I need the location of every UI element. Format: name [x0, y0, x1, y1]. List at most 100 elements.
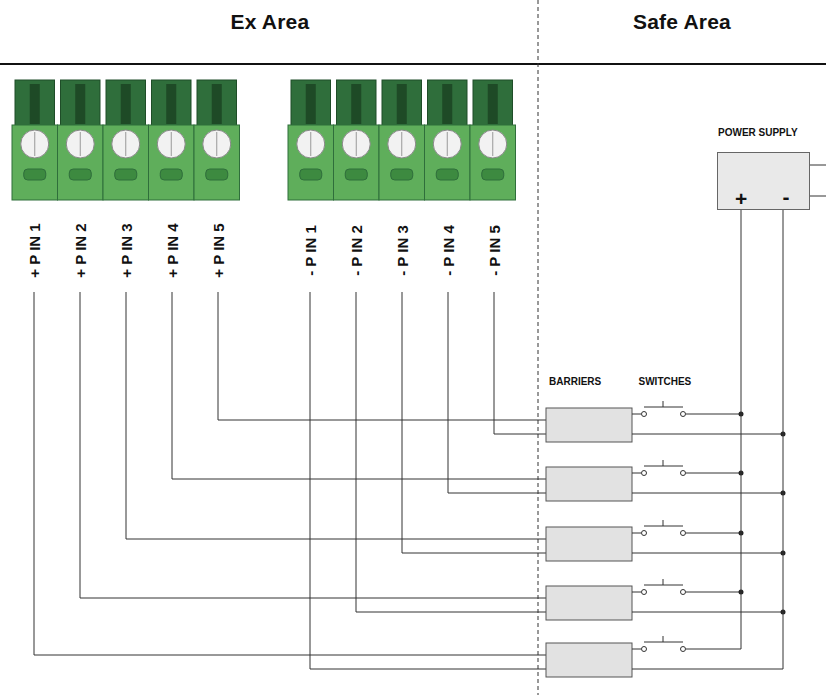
terminal-slot [397, 84, 407, 124]
switch-knob [663, 579, 664, 585]
terminal-latch [345, 169, 367, 180]
pin-name: - P IN 2 [347, 225, 364, 276]
switch-contact [681, 412, 686, 417]
plus-wire [218, 292, 546, 420]
switch-contact [642, 531, 647, 536]
switch-knob [663, 401, 664, 407]
minus-bus [783, 210, 784, 669]
terminal-slot [166, 84, 176, 124]
terminal-screw [479, 130, 507, 158]
barrier-box [546, 527, 632, 561]
barrier-box [546, 586, 632, 620]
node-heading: POWER SUPPLY [718, 127, 798, 138]
terminal-body [58, 125, 104, 200]
barrier-to-bus [632, 493, 783, 494]
power-supply-box: POWER SUPPLY+- [717, 152, 810, 210]
barrier-box [546, 467, 632, 501]
terminal-blocks [12, 80, 516, 200]
terminal-screw [342, 130, 370, 158]
terminal-slot [488, 84, 498, 124]
terminal-latch [300, 169, 322, 180]
pin-name: + P IN 1 [26, 223, 43, 277]
terminal-latch [436, 169, 458, 180]
terminal-screw [203, 130, 231, 158]
screw-slot [125, 132, 126, 156]
switch-to-bus [686, 473, 741, 474]
switch-to-bus [686, 592, 741, 593]
switch-lead [632, 533, 641, 534]
pin-name: + P IN 4 [164, 223, 181, 277]
terminal-latch [206, 169, 228, 180]
switch-lead [632, 592, 641, 593]
switch-to-bus [686, 414, 741, 415]
supply-input [810, 196, 826, 197]
switch-knob [663, 520, 664, 526]
terminal-latch [69, 169, 91, 180]
barrier-box [546, 643, 632, 677]
terminal-body [425, 125, 471, 200]
switch-lead [632, 414, 641, 415]
column-label: SWITCHES [639, 376, 692, 387]
header-rule [0, 63, 826, 65]
switch-knob [663, 636, 664, 642]
minus-wire [310, 292, 546, 669]
screw-slot [310, 132, 311, 156]
screw-slot [401, 132, 402, 156]
barrier-to-bus [632, 669, 783, 670]
switch-contact [681, 531, 686, 536]
terminal-body [194, 125, 240, 200]
screw-slot [80, 132, 81, 156]
switch-contact [642, 647, 647, 652]
screw-slot [171, 132, 172, 156]
terminal-body [288, 125, 334, 200]
terminal-body [379, 125, 425, 200]
plus-wire [126, 292, 546, 539]
barriers-switches [546, 165, 826, 677]
terminal-slot [212, 84, 222, 124]
switch-contact [681, 590, 686, 595]
terminal-screw [66, 130, 94, 158]
barrier-to-bus [632, 553, 783, 554]
minus-wire [494, 292, 546, 434]
switch-contact [681, 647, 686, 652]
switch-contact [642, 590, 647, 595]
plus-wire [34, 292, 546, 655]
switch-knob [663, 460, 664, 466]
screw-slot [447, 132, 448, 156]
switch-contact [642, 412, 647, 417]
screw-slot [492, 132, 493, 156]
terminal-screw [388, 130, 416, 158]
terminal-latch [482, 169, 504, 180]
terminal-slot [351, 84, 361, 124]
terminal-latch [24, 169, 46, 180]
barrier-to-bus [632, 434, 783, 435]
plus-wire [172, 292, 546, 479]
switch-contact [681, 471, 686, 476]
switch-lead [632, 649, 641, 650]
pin-name: + P IN 3 [118, 223, 135, 277]
pin-name: - P IN 5 [485, 225, 502, 276]
screw-slot [356, 132, 357, 156]
terminal-slot [121, 84, 131, 124]
terminal-slot [442, 84, 452, 124]
terminal-latch [391, 169, 413, 180]
terminal-screw [297, 130, 325, 158]
terminal-latch [160, 169, 182, 180]
barrier-box [546, 408, 632, 442]
screw-slot [34, 132, 35, 156]
terminal-latch [115, 169, 137, 180]
column-label: BARRIERS [549, 376, 601, 387]
terminal-body [12, 125, 58, 200]
wires [34, 292, 546, 669]
polarity-sign: - [783, 185, 790, 209]
area-heading: Ex Area [231, 10, 310, 34]
terminal-screw [112, 130, 140, 158]
pin-name: + P IN 2 [72, 223, 89, 277]
terminal-body [103, 125, 149, 200]
terminal-slot [306, 84, 316, 124]
terminal-body [149, 125, 195, 200]
minus-wire [356, 292, 546, 612]
minus-wire [448, 292, 546, 493]
terminal-slot [30, 84, 40, 124]
pin-name: - P IN 3 [393, 225, 410, 276]
